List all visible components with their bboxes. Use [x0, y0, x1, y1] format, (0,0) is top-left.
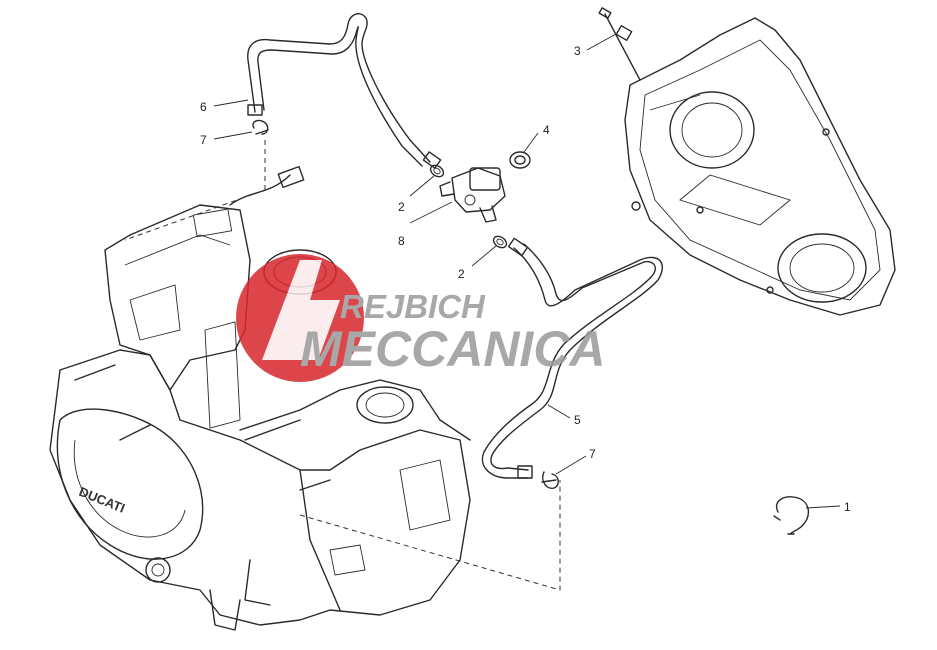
callout-numbers: 6 7 2 8 2 4 3 5 7 1 [200, 44, 851, 514]
callout-7-lower: 7 [589, 447, 596, 461]
solenoid-valve-8 [439, 167, 506, 223]
grommet-4 [509, 151, 531, 169]
hose-clamp-7-lower [541, 471, 559, 489]
hose-6 [247, 13, 442, 169]
callout-2-lower: 2 [458, 267, 465, 281]
engine-assembly: DUCATI [49, 140, 561, 631]
leader-lines [213, 33, 841, 509]
callout-5: 5 [574, 413, 581, 427]
callout-4: 4 [543, 123, 550, 137]
callout-2-upper: 2 [398, 200, 405, 214]
bolt-3 [598, 7, 641, 81]
hose-clamp-2-lower [492, 235, 508, 249]
hose-5 [481, 237, 663, 479]
hose-clamp-7-upper [252, 119, 269, 135]
watermark-line1: REJBICH [340, 288, 486, 325]
ducati-logo-text: DUCATI [77, 484, 127, 516]
watermark-logo: REJBICH MECCANICA [236, 254, 606, 382]
airbox-cover [624, 17, 896, 316]
callout-8: 8 [398, 234, 405, 248]
callout-6: 6 [200, 100, 207, 114]
watermark-line2: MECCANICA [300, 321, 606, 377]
callout-1: 1 [844, 500, 851, 514]
retaining-clip-1 [773, 496, 809, 535]
callout-3: 3 [574, 44, 581, 58]
hose-clamp-2-upper [429, 164, 445, 178]
callout-7-upper: 7 [200, 133, 207, 147]
